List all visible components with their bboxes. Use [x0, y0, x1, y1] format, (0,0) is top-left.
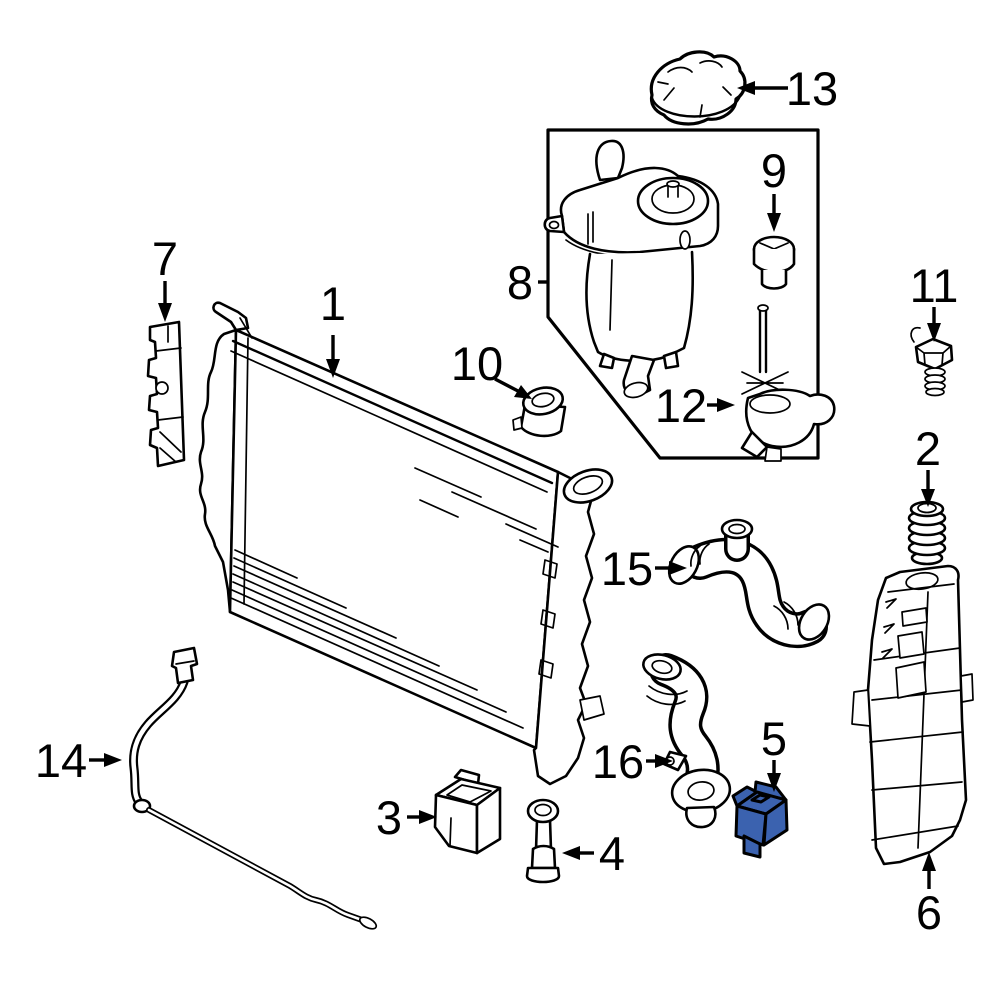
part-vent-pipe	[129, 646, 378, 930]
part-lower-mount-bracket	[433, 768, 502, 855]
callout-4: 4	[562, 827, 625, 880]
callout-14: 14	[35, 734, 122, 787]
callout-5-number: 5	[761, 712, 787, 765]
part-lower-hose	[642, 653, 732, 829]
part-grommet	[512, 386, 567, 438]
callout-8-number: 8	[507, 256, 533, 309]
callout-7-number: 7	[152, 232, 178, 285]
part-rubber-bushing	[907, 500, 947, 566]
part-vent-valve	[752, 235, 796, 290]
part-side-bracket	[146, 320, 186, 468]
callout-11-number: 11	[910, 259, 959, 312]
callout-13-number: 13	[786, 62, 838, 115]
callout-2-number: 2	[915, 422, 941, 475]
callouts: 1 2 3 4 5 6 7 8	[35, 62, 959, 939]
callout-14-number: 14	[35, 734, 87, 787]
callout-10: 10	[451, 337, 532, 399]
callout-10-number: 10	[451, 337, 503, 390]
callout-1: 1	[320, 277, 346, 378]
callout-16: 16	[592, 735, 673, 788]
part-mount-pin	[525, 798, 561, 884]
callout-8: 8	[507, 256, 549, 309]
part-air-duct	[851, 564, 974, 866]
callout-11: 11	[910, 259, 959, 342]
part-upper-hose	[667, 518, 831, 649]
callout-7: 7	[152, 232, 178, 322]
part-expansion-tank	[543, 139, 720, 399]
part-radiator	[198, 301, 614, 786]
part-level-sensor	[740, 304, 836, 462]
callout-2: 2	[915, 422, 941, 507]
callout-1-number: 1	[320, 277, 346, 330]
part-bolt	[910, 326, 954, 397]
callout-4-number: 4	[599, 827, 625, 880]
callout-3: 3	[376, 791, 437, 844]
part-expansion-tank-box	[543, 128, 836, 462]
callout-3-number: 3	[376, 791, 402, 844]
part-tank-cap	[649, 50, 747, 126]
callout-12: 12	[655, 379, 735, 432]
callout-15: 15	[601, 542, 687, 595]
callout-5: 5	[761, 712, 787, 792]
part-radiator-mount-highlighted	[731, 780, 789, 859]
callout-9: 9	[761, 144, 787, 232]
callout-12-number: 12	[655, 379, 707, 432]
callout-9-number: 9	[761, 144, 787, 197]
callout-6: 6	[916, 852, 942, 939]
callout-6-number: 6	[916, 886, 942, 939]
callout-13: 13	[737, 62, 838, 115]
callout-15-number: 15	[601, 542, 653, 595]
callout-16-number: 16	[592, 735, 644, 788]
